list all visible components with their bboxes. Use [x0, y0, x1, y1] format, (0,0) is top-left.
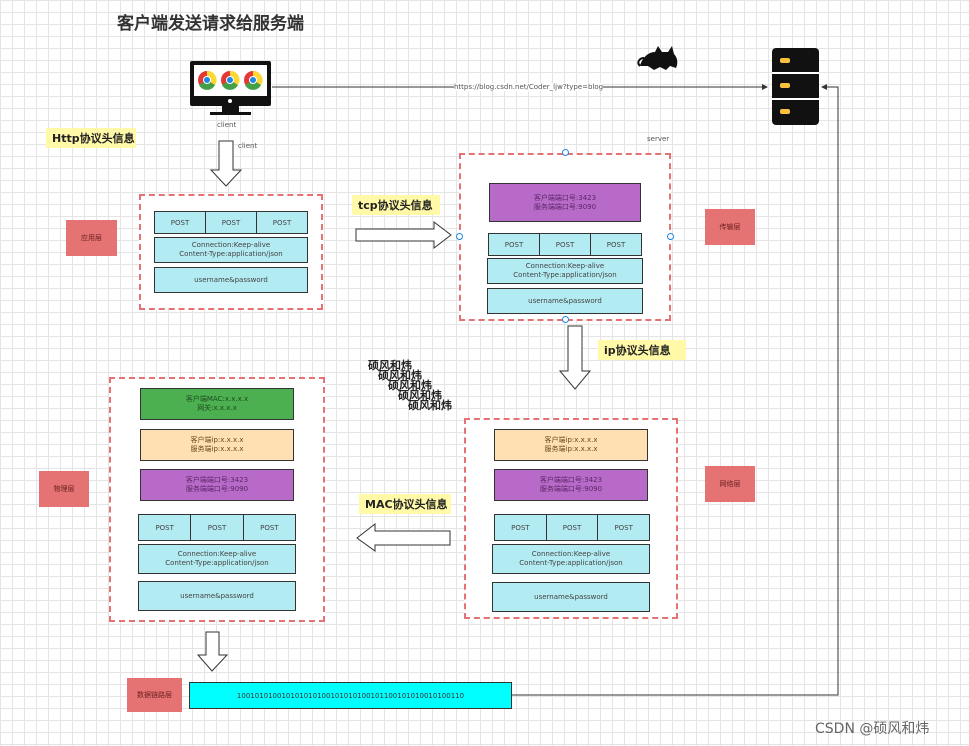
note-http: Http协议头信息: [46, 128, 136, 148]
post-cell: POST: [590, 233, 642, 256]
mac-line2: 网关:x.x.x.x: [197, 404, 237, 412]
post-cell: POST: [494, 514, 547, 541]
note-ip: ip协议头信息: [598, 340, 686, 360]
server-label: server: [647, 135, 670, 143]
down-arrow-datalink: [196, 631, 229, 672]
return-arrowhead: [821, 84, 827, 90]
header-line2: Content-Type:application/json: [165, 559, 269, 567]
port-line1: 客户端端口号:3423: [533, 193, 597, 202]
client-server-arrowhead: [762, 84, 768, 90]
mac-line1: 客户端MAC:x.x.x.x: [185, 395, 249, 403]
post-cell: POST: [256, 211, 308, 234]
ip-line1: 客户端ip:x.x.x.x: [190, 436, 244, 444]
computer-monitor-icon: [190, 61, 271, 115]
post-row: POST POST POST: [488, 233, 642, 256]
note-mac: MAC协议头信息: [359, 494, 451, 514]
chrome-icon: [221, 70, 240, 90]
body-text: username&password: [194, 275, 268, 284]
header-line1: Connection:Keep-alive: [191, 241, 271, 249]
selection-handle-right[interactable]: [667, 233, 674, 240]
header-box: Connection:Keep-alive Content-Type:appli…: [154, 237, 308, 263]
post-row: POST POST POST: [494, 514, 651, 541]
return-line: [512, 86, 839, 696]
post-cell: POST: [545, 514, 599, 541]
body-box: username&password: [138, 581, 296, 611]
header-line2: Content-Type:application/json: [513, 271, 617, 279]
layer-app: 应用层: [66, 220, 117, 256]
server-icon: [772, 48, 819, 125]
transport-layer-block: 客户端端口号:3423 服务端端口号:9090 POST POST POST C…: [459, 153, 671, 321]
physical-layer-block: 客户端MAC:x.x.x.x 网关:x.x.x.x 客户端ip:x.x.x.x …: [109, 377, 325, 622]
port-box: 客户端端口号:3423 服务端端口号:9090: [140, 469, 294, 501]
body-box: username&password: [487, 288, 643, 314]
mac-box: 客户端MAC:x.x.x.x 网关:x.x.x.x: [140, 388, 294, 420]
port-line2: 服务端端口号:9090: [533, 202, 597, 211]
selection-handle-top[interactable]: [562, 149, 569, 156]
header-box: Connection:Keep-alive Content-Type:appli…: [487, 258, 643, 284]
layer-datalink: 数据链路层: [127, 678, 182, 712]
header-box: Connection:Keep-alive Content-Type:appli…: [492, 544, 650, 574]
post-cell: POST: [154, 211, 206, 234]
tomcat-cat-icon: [637, 46, 678, 70]
header-line2: Content-Type:application/json: [179, 250, 283, 258]
post-row: POST POST POST: [154, 211, 308, 234]
watermark-text: 硕风和炜: [398, 389, 442, 402]
post-cell: POST: [242, 514, 296, 541]
body-text: username&password: [534, 592, 608, 601]
layer-physical: 物理层: [39, 471, 89, 507]
app-layer-block: POST POST POST Connection:Keep-alive Con…: [139, 194, 323, 310]
network-layer-block: 客户端ip:x.x.x.x 服务端ip:x.x.x.x 客户端端口号:3423 …: [464, 418, 678, 619]
url-label: https://blog.csdn.net/Coder_ljw?type=blo…: [454, 83, 604, 91]
ip-box: 客户端ip:x.x.x.x 服务端ip:x.x.x.x: [494, 429, 648, 461]
down-arrow-ip: [558, 325, 592, 390]
port-box: 客户端端口号:3423 服务端端口号:9090: [489, 183, 641, 222]
client-arrow-label: client: [238, 142, 258, 150]
left-arrow-mac: [356, 522, 451, 552]
body-text: username&password: [528, 296, 602, 305]
body-box: username&password: [492, 582, 650, 612]
header-box: Connection:Keep-alive Content-Type:appli…: [138, 544, 296, 574]
ip-line2: 服务端ip:x.x.x.x: [544, 445, 598, 453]
port-line2: 服务端端口号:9090: [539, 485, 603, 493]
header-line1: Connection:Keep-alive: [531, 550, 611, 558]
post-cell: POST: [138, 514, 192, 541]
header-line2: Content-Type:application/json: [519, 559, 623, 567]
post-cell: POST: [597, 514, 651, 541]
post-cell: POST: [205, 211, 257, 234]
port-line1: 客户端端口号:3423: [185, 476, 249, 484]
csdn-watermark: CSDN @硕风和炜: [815, 721, 930, 737]
port-box: 客户端端口号:3423 服务端端口号:9090: [494, 469, 648, 501]
port-line1: 客户端端口号:3423: [539, 476, 603, 484]
body-box: username&password: [154, 267, 308, 293]
selection-handle-bottom[interactable]: [562, 316, 569, 323]
chrome-icon: [244, 70, 263, 90]
watermark-text: 硕风和炜: [368, 359, 412, 372]
chrome-icon: [198, 70, 217, 90]
ip-line1: 客户端ip:x.x.x.x: [544, 436, 598, 444]
watermark-text: 硕风和炜: [388, 379, 432, 392]
selection-handle-left[interactable]: [456, 233, 463, 240]
port-line2: 服务端端口号:9090: [185, 485, 249, 493]
right-arrow-tcp: [355, 220, 452, 250]
header-line1: Connection:Keep-alive: [177, 550, 257, 558]
layer-network: 网络层: [705, 466, 755, 502]
header-line1: Connection:Keep-alive: [525, 262, 605, 270]
body-text: username&password: [180, 591, 254, 600]
ip-line2: 服务端ip:x.x.x.x: [190, 445, 244, 453]
ip-box: 客户端ip:x.x.x.x 服务端ip:x.x.x.x: [140, 429, 294, 461]
watermark-text: 硕风和炜: [408, 399, 452, 412]
layer-transport: 传输层: [705, 209, 755, 245]
diagram-title: 客户端发送请求给服务端: [117, 14, 304, 34]
post-cell: POST: [488, 233, 540, 256]
binary-stream: 1001010100101010101001010101001011001010…: [189, 682, 512, 709]
post-cell: POST: [539, 233, 591, 256]
client-label: client: [217, 121, 237, 129]
note-tcp: tcp协议头信息: [352, 195, 440, 215]
post-row: POST POST POST: [138, 514, 296, 541]
watermark-text: 硕风和炜: [378, 369, 422, 382]
post-cell: POST: [190, 514, 244, 541]
down-arrow-client: [209, 140, 243, 187]
